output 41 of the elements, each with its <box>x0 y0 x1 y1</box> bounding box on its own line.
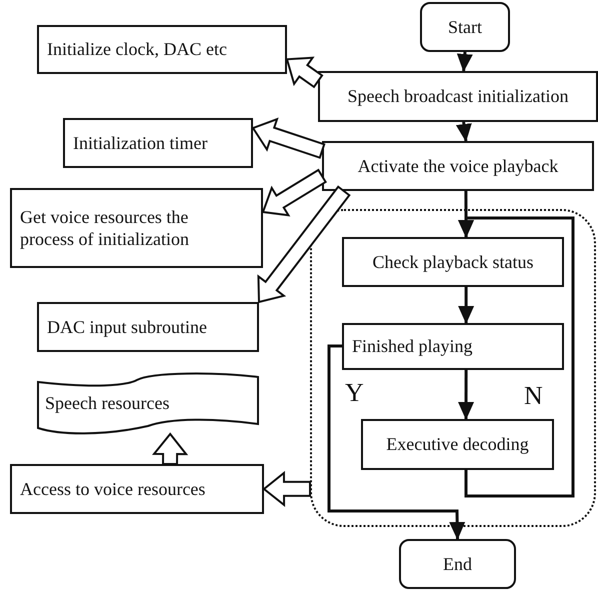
step-text: End <box>443 552 472 576</box>
block-arrow <box>257 185 351 304</box>
step-text: Get voice resources the process of initialization <box>20 206 190 250</box>
step-text: Initialize clock, DAC etc <box>47 38 227 61</box>
terminal-box <box>399 539 516 589</box>
arrow <box>458 216 574 498</box>
step-text: Speech broadcast initialization <box>348 85 568 108</box>
process-box <box>37 302 259 352</box>
process-box <box>10 464 264 514</box>
loop-region <box>310 209 596 527</box>
step-text: Finished playing <box>352 335 472 358</box>
arrow <box>458 287 474 324</box>
step-text: Speech resources <box>45 392 170 414</box>
step-text: Start <box>448 16 482 38</box>
process-box <box>318 71 598 122</box>
arrow <box>458 370 474 420</box>
block-arrow <box>262 168 328 216</box>
arrow <box>328 344 466 540</box>
decision-box <box>342 323 564 370</box>
step-text: Initialization timer <box>73 132 208 154</box>
step-text: Access to voice resources <box>20 478 206 500</box>
arrow <box>456 52 473 72</box>
process-box <box>322 141 594 191</box>
process-box <box>63 118 253 168</box>
branch-label: N <box>524 381 543 411</box>
step-text: Activate the voice playback <box>358 154 558 178</box>
step-text: Executive decoding <box>386 433 529 456</box>
step-text: DAC input subroutine <box>47 316 207 338</box>
process-box <box>342 237 564 287</box>
block-arrow <box>286 56 324 88</box>
terminal-box <box>420 2 510 52</box>
block-arrow <box>251 117 326 159</box>
arrow <box>456 122 472 142</box>
block-arrow <box>262 470 312 507</box>
process-box <box>10 188 263 268</box>
branch-label: Y <box>345 378 364 408</box>
block-arrow <box>152 432 188 466</box>
storage-tape-shape <box>37 372 259 434</box>
step-text: Check playback status <box>372 250 534 274</box>
process-box <box>361 419 554 470</box>
process-box <box>37 25 287 74</box>
